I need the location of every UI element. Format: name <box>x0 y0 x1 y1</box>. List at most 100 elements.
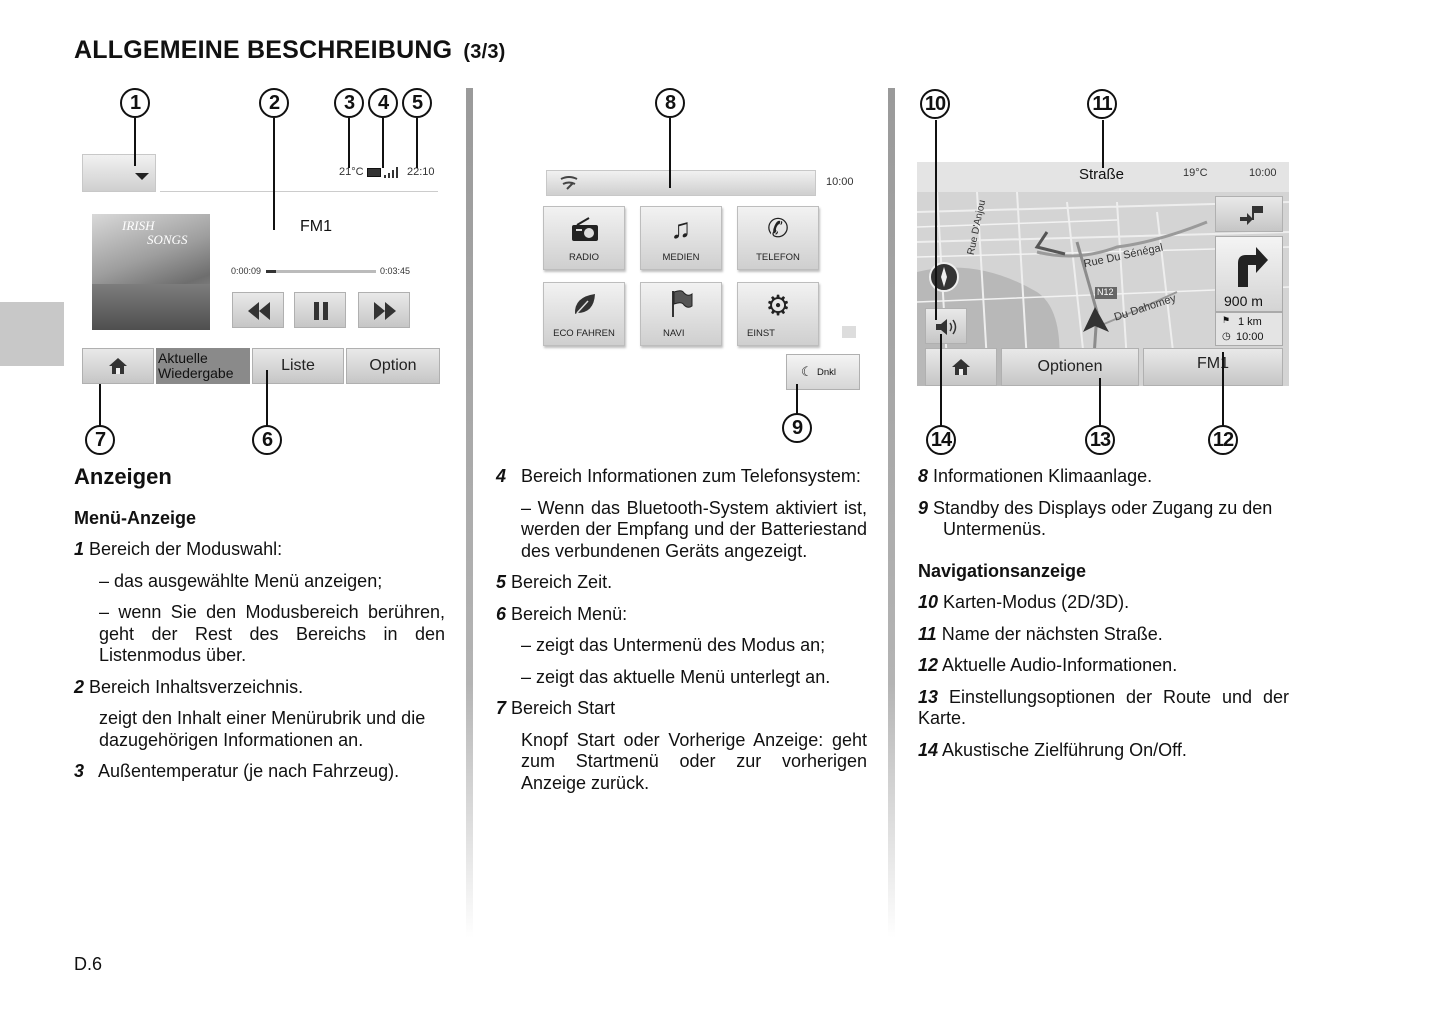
callout-13: 13 <box>1085 425 1115 455</box>
item-8-number: 8 <box>918 466 929 486</box>
item-11-text: Name der nächsten Straße. <box>941 623 1163 644</box>
tile-settings[interactable]: ⚙ EINST <box>737 282 819 346</box>
mode-select-area[interactable] <box>82 154 156 192</box>
signal-icon <box>384 167 398 178</box>
column-divider-2 <box>888 88 895 938</box>
item-3-number: 3 <box>74 761 85 781</box>
item-10-text: Karten-Modus (2D/3D). <box>943 592 1130 612</box>
clock-time: 22:10 <box>407 166 435 178</box>
callout-10: 10 <box>920 89 950 119</box>
callout-11-line <box>1102 120 1104 168</box>
tab-list-label: Liste <box>281 357 315 374</box>
leaf-icon <box>574 294 595 314</box>
home-button[interactable] <box>82 348 154 384</box>
music-note-icon: ♫ <box>670 213 692 244</box>
item-4-number: 4 <box>496 466 507 486</box>
item-2-number: 2 <box>74 676 85 697</box>
media-screen: 21°C 22:10 IRISH SONGS FM1 0:00:09 0:03:… <box>82 150 442 386</box>
item-1-bullet-2: – wenn Sie den Modusbereich berühren, ge… <box>99 602 445 665</box>
tile-eco-label: ECO FAHREN <box>553 328 615 339</box>
voice-guidance-button[interactable] <box>925 308 967 344</box>
rewind-icon <box>248 302 270 320</box>
forward-button[interactable] <box>358 292 410 328</box>
item-7-description: Knopf Start oder Vorherige Anzeige: geht… <box>521 729 867 793</box>
nav-options-button[interactable]: Optionen <box>1001 348 1139 386</box>
climate-info-bar[interactable] <box>546 170 816 196</box>
callout-4: 4 <box>368 88 398 118</box>
standby-button[interactable]: ☾ Dnkl <box>786 354 860 390</box>
callout-6-line <box>266 370 268 426</box>
item-11-number: 11 <box>918 623 937 644</box>
album-cover: IRISH SONGS <box>92 214 210 330</box>
turn-right-arrow-icon <box>1238 247 1268 287</box>
tile-navi[interactable]: NAVI <box>640 282 722 346</box>
item-6-text: Bereich Menü: <box>511 603 628 624</box>
tab-option[interactable]: Option <box>346 348 440 384</box>
item-6-number: 6 <box>496 603 507 624</box>
item-4: 4 Bereich Informationen zum Telefonsyste… <box>496 466 867 488</box>
callout-9: 9 <box>782 413 812 443</box>
flag-icon <box>672 290 693 317</box>
tile-navi-label: NAVI <box>663 328 685 339</box>
callout-14-line <box>940 334 942 426</box>
item-6-bullet-1: – zeigt das Untermenü des Modus an; <box>521 635 826 655</box>
pause-button[interactable] <box>294 292 346 328</box>
tile-radio[interactable]: RADIO <box>543 206 625 270</box>
nav-audio-button[interactable]: FM1 <box>1143 348 1283 386</box>
callout-13-line <box>1099 378 1101 426</box>
item-4-text: Bereich Informationen zum Telefonsystem: <box>521 466 861 486</box>
phone-icon: ✆ <box>767 213 789 243</box>
elapsed-time: 0:00:09 <box>231 266 262 276</box>
battery-icon <box>367 168 381 177</box>
tile-settings-label: EINST <box>747 328 775 339</box>
item-2: 2 Bereich Inhaltsverzeichnis. <box>74 677 445 699</box>
callout-3: 3 <box>334 88 364 118</box>
chevron-down-icon <box>135 173 149 180</box>
column-3: 8 Informationen Klimaanlage. 9 Standby d… <box>918 466 1289 761</box>
item-3: 3 Außentemperatur (je nach Fahrzeug). <box>74 761 445 783</box>
item-13-number: 13 <box>918 686 939 707</box>
callout-2: 2 <box>259 88 289 118</box>
item-10-number: 10 <box>918 592 939 612</box>
callout-5-line <box>416 118 418 168</box>
tile-eco-driving[interactable]: ECO FAHREN <box>543 282 625 346</box>
column-divider-1 <box>466 88 473 938</box>
home-icon <box>109 358 127 374</box>
item-1: 1 Bereich der Moduswahl: <box>74 539 445 561</box>
route-destination-button[interactable] <box>1215 196 1283 232</box>
callout-11: 11 <box>1087 89 1117 119</box>
album-title-line2: SONGS <box>147 232 188 247</box>
item-14-text: Akustische Zielführung On/Off. <box>942 739 1187 760</box>
item-1-bullet-1: – das ausgewählte Menü anzeigen; <box>99 570 383 591</box>
progress-bar[interactable] <box>266 270 376 273</box>
rewind-button[interactable] <box>232 292 284 328</box>
navigation-screen: Straße 19°C 10:00 Rue Du Sénégal Du Daho… <box>917 162 1289 386</box>
tile-phone[interactable]: ✆ TELEFON <box>737 206 819 270</box>
item-5-number: 5 <box>496 572 507 592</box>
item-5: 5 Bereich Zeit. <box>496 572 867 594</box>
item-13: 13 Einstellungsoptionen der Route und de… <box>918 687 1289 730</box>
item-9-text: Standby des Displays oder Zugang zu den … <box>933 497 1273 540</box>
tab-current-playback[interactable]: Aktuelle Wiedergabe <box>156 348 250 384</box>
page-number: D.6 <box>74 954 103 974</box>
nav-home-button[interactable] <box>925 348 997 386</box>
tile-radio-label: RADIO <box>568 252 600 263</box>
item-2-description: zeigt den Inhalt einer Menürubrik und di… <box>99 708 426 750</box>
tab-option-label: Option <box>369 357 417 374</box>
item-14: 14 Akustische Zielführung On/Off. <box>918 740 1289 762</box>
tile-media[interactable]: ♫ MEDIEN <box>640 206 722 270</box>
content-title: FM1 <box>300 218 332 235</box>
compass-button[interactable] <box>929 262 959 292</box>
item-5-text: Bereich Zeit. <box>511 572 613 592</box>
callout-7: 7 <box>85 425 115 455</box>
callout-10-line <box>935 120 937 320</box>
callout-9-line <box>796 384 798 414</box>
progress-fill <box>266 270 276 273</box>
turn-instruction-panel[interactable]: 900 m <box>1215 236 1283 312</box>
arrival-time: 10:00 <box>1236 331 1264 343</box>
tile-media-label: MEDIEN <box>662 252 700 263</box>
next-street-name: Straße <box>1079 166 1125 183</box>
album-title-line1: IRISH <box>122 218 155 233</box>
callout-12: 12 <box>1208 425 1238 455</box>
item-9: 9 Standby des Displays oder Zugang zu de… <box>918 498 1289 541</box>
